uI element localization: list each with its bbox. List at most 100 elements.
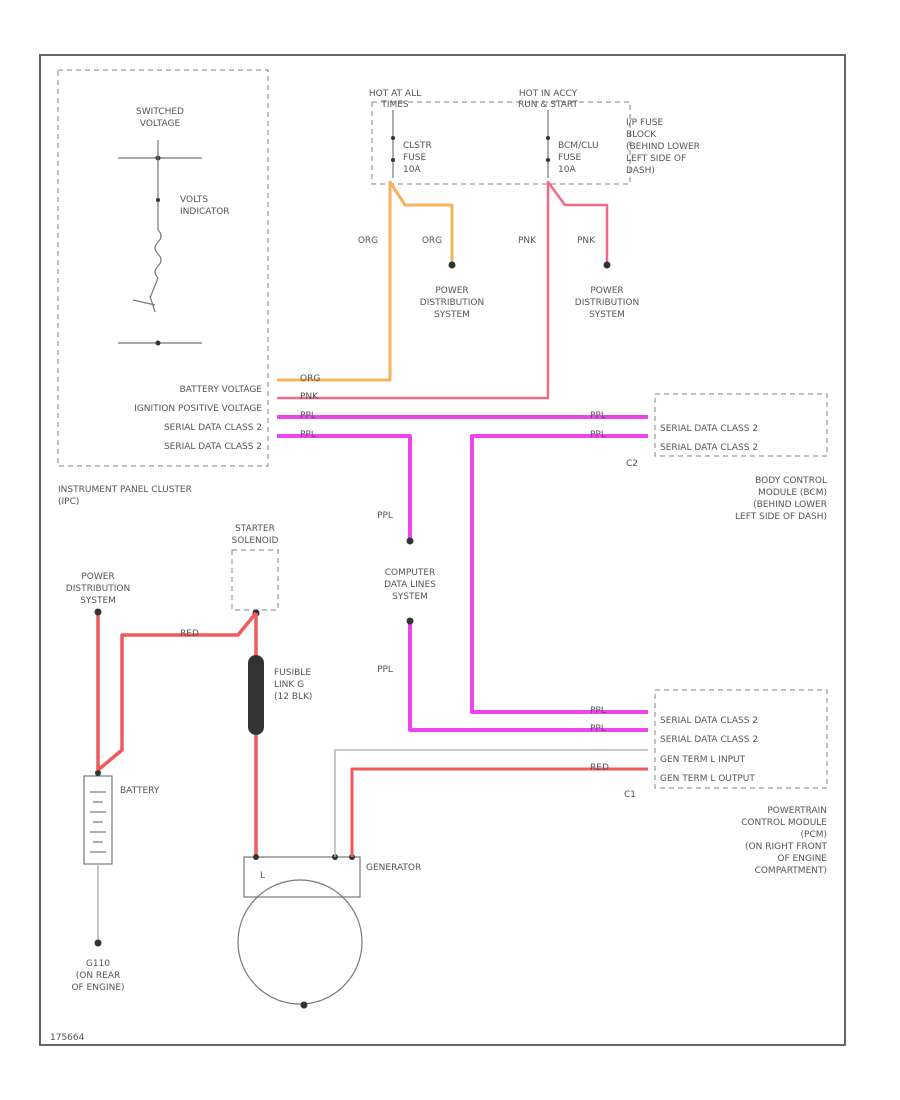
wire-color-label: ORG <box>422 236 442 246</box>
bcm-name-label: BODY CONTROL <box>755 476 827 486</box>
fuse-terminal-dot <box>546 136 550 140</box>
fuse-terminal-dot <box>546 158 550 162</box>
ipc-pin-label: BATTERY VOLTAGE <box>179 385 262 395</box>
ipc-pin-label: SERIAL DATA CLASS 2 <box>164 423 262 433</box>
pnk-wire <box>277 180 609 400</box>
cluster-fuse-label: CLSTR <box>403 141 432 151</box>
ip-fuse-block-label: BLOCK <box>626 130 657 140</box>
cluster-fuse-label: FUSE <box>403 153 426 163</box>
pcm-name-label: CONTROL MODULE <box>741 818 827 828</box>
starter-solenoid-box <box>231 549 279 611</box>
wire-color-label: PPL <box>300 411 316 421</box>
fusible-link-label: (12 BLK) <box>274 692 312 702</box>
generator-ground-dot <box>300 1001 308 1009</box>
bcm-fuse-label: FUSE <box>558 153 581 163</box>
ip-fuse-block-label: LEFT SIDE OF <box>626 154 686 164</box>
bcm-pin-label: SERIAL DATA CLASS 2 <box>660 424 758 434</box>
wire-color-label: ORG <box>300 374 320 384</box>
volts-indicator-label: INDICATOR <box>180 207 230 217</box>
pcm-name-label: OF ENGINE <box>777 854 827 864</box>
generator-terminal-label: L <box>260 871 265 881</box>
connector-dot <box>603 261 611 269</box>
hot-in-accy-run-label: RUN & START <box>518 100 579 110</box>
fusible-link-label: LINK G <box>274 680 304 690</box>
wire-color-label: PPL <box>377 665 393 675</box>
ipc-pin-label: SERIAL DATA CLASS 2 <box>164 442 262 452</box>
ip-fuse-block-label: (BEHIND LOWER <box>626 142 700 152</box>
power-distribution-label: SYSTEM <box>589 310 625 320</box>
splice-dot <box>155 340 161 346</box>
gauge-needle-icon <box>149 295 156 313</box>
wire-color-label: PNK <box>300 392 319 402</box>
ground-terminal-dot <box>94 939 102 947</box>
volts-indicator-label: VOLTS <box>180 195 208 205</box>
bcm-connector-label: C2 <box>626 459 638 469</box>
wire-color-label: PNK <box>518 236 537 246</box>
ipc-name-label: INSTRUMENT PANEL CLUSTER <box>58 485 192 495</box>
battery-icon <box>83 775 113 865</box>
power-distribution-label: POWER <box>81 572 114 582</box>
pcm-connector-label: C1 <box>624 790 636 800</box>
generator-icon <box>237 879 363 1005</box>
connector-dot <box>448 261 456 269</box>
battery-terminal-dot <box>95 770 101 776</box>
pcm-pin-label: GEN TERM L INPUT <box>660 755 746 765</box>
connector-dot <box>94 608 102 616</box>
gauge-lead <box>149 277 159 299</box>
fusible-link-icon <box>248 655 264 735</box>
fuse-terminal-dot <box>391 136 395 140</box>
fuse-terminal-dot <box>391 158 395 162</box>
gen-term-l-input-wire <box>334 749 648 857</box>
generator-label: GENERATOR <box>366 863 421 873</box>
power-distribution-label: POWER <box>435 286 468 296</box>
ipc-module-box <box>57 69 269 467</box>
battery-label: BATTERY <box>120 786 160 796</box>
bcm-pin-label: SERIAL DATA CLASS 2 <box>660 443 758 453</box>
wire-color-label: RED <box>590 763 609 773</box>
bcm-module-box <box>654 393 828 457</box>
wire-color-label: PPL <box>590 706 606 716</box>
figure-code: 175664 <box>50 1033 85 1043</box>
bcm-fuse-label: BCM/CLU <box>558 141 599 151</box>
pcm-name-label: (PCM) <box>801 830 828 840</box>
pcm-pin-label: SERIAL DATA CLASS 2 <box>660 735 758 745</box>
generator-housing <box>243 856 361 898</box>
gen-term-l-output-wire <box>350 767 648 857</box>
ground-label: OF ENGINE) <box>71 983 124 993</box>
power-distribution-label: POWER <box>590 286 623 296</box>
pcm-name-label: (ON RIGHT FRONT <box>745 842 827 852</box>
connector-dot <box>406 537 414 545</box>
gauge-needle-icon <box>132 299 156 306</box>
pcm-module-box <box>654 689 828 789</box>
red-starter-cable <box>96 611 258 772</box>
bcm-name-label: MODULE (BCM) <box>758 488 827 498</box>
pcm-name-label: COMPARTMENT) <box>755 866 827 876</box>
computer-data-lines-label: COMPUTER <box>385 568 436 578</box>
power-distribution-label: DISTRIBUTION <box>66 584 130 594</box>
org-wire <box>277 180 454 382</box>
connector-dot <box>406 617 414 625</box>
pcm-name-label: POWERTRAIN <box>767 806 827 816</box>
pcm-pin-label: GEN TERM L OUTPUT <box>660 774 755 784</box>
bcm-name-label: (BEHIND LOWER <box>753 500 827 510</box>
power-distribution-label: SYSTEM <box>434 310 470 320</box>
ppl-serial-data-wire <box>277 434 412 538</box>
ground-label: (ON REAR <box>76 971 121 981</box>
ipc-name-label: (IPC) <box>58 497 79 507</box>
generator-terminal-dot <box>253 854 259 860</box>
ipc-pin-label: IGNITION POSITIVE VOLTAGE <box>134 404 262 414</box>
ground-label: G110 <box>86 959 110 969</box>
cluster-fuse-label: 10A <box>403 165 421 175</box>
wire-color-label: PPL <box>377 511 393 521</box>
hot-at-all-times-label: TIMES <box>380 100 409 110</box>
ip-fuse-block-label: I/P FUSE <box>626 118 663 128</box>
wire-color-label: RED <box>180 629 199 639</box>
wire-color-label: PPL <box>590 411 606 421</box>
fusible-link-label: FUSIBLE <box>274 668 311 678</box>
pcm-pin-label: SERIAL DATA CLASS 2 <box>660 716 758 726</box>
ip-fuse-block-box <box>371 101 631 185</box>
ip-fuse-block-label: DASH) <box>626 166 655 176</box>
diagram-frame <box>39 54 846 1046</box>
computer-data-lines-label: DATA LINES <box>384 580 436 590</box>
